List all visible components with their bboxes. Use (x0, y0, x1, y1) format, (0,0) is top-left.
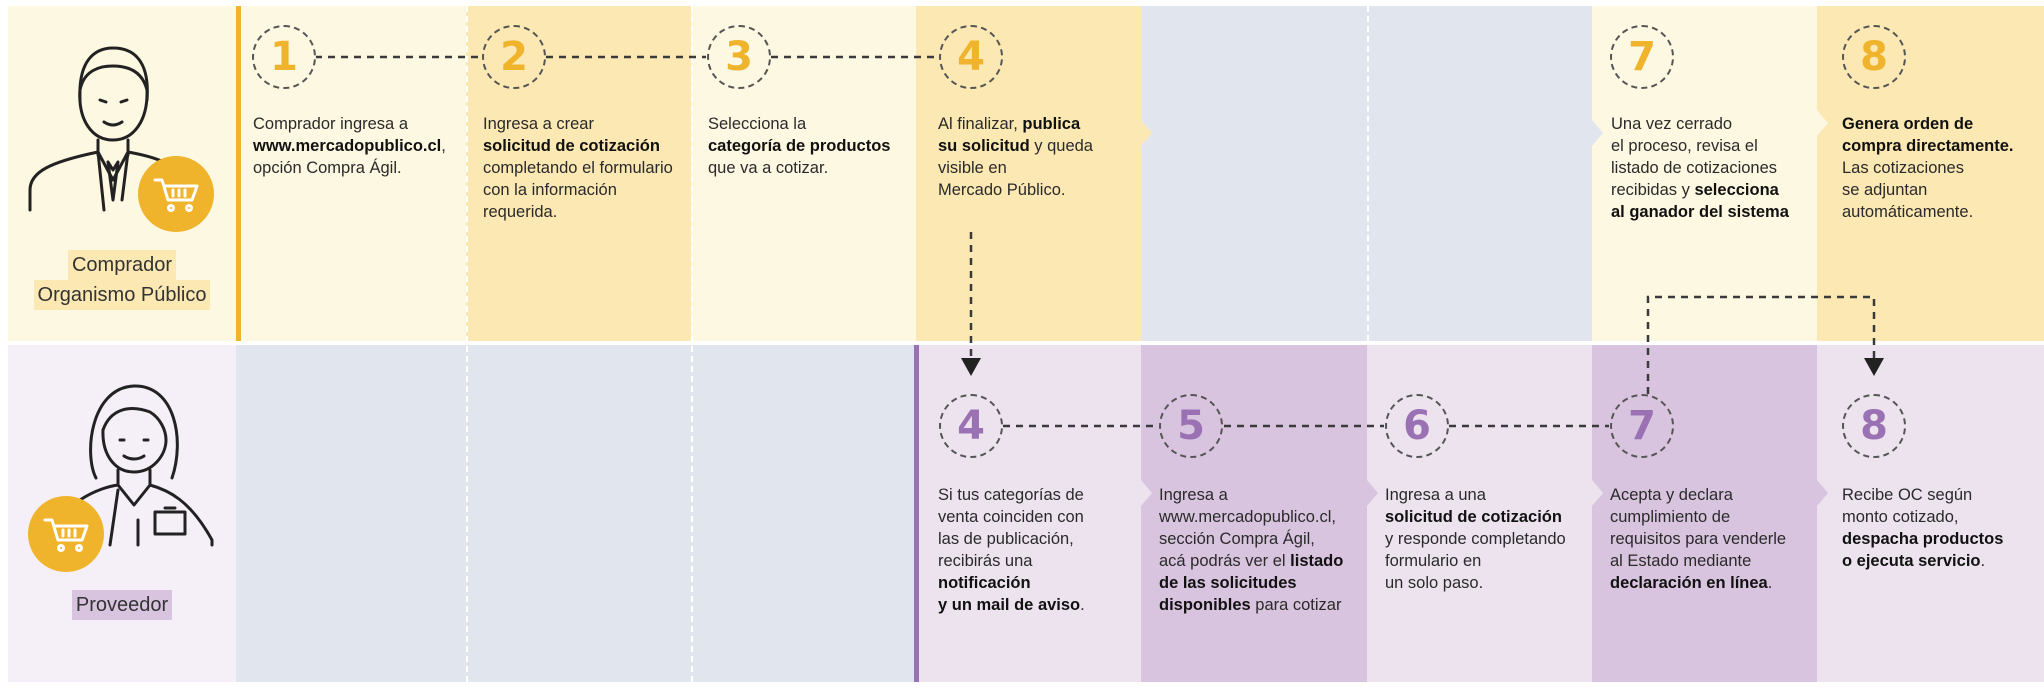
supplier-col-1 (236, 345, 466, 682)
buyer-step-number: 8 (1842, 25, 1906, 89)
buyer-row-accent-bar (236, 6, 241, 341)
supplier-col-2 (466, 345, 691, 682)
buyer-step-number: 7 (1610, 25, 1674, 89)
buyer-step-number: 1 (252, 25, 316, 89)
supplier-row-accent-bar (914, 345, 919, 682)
supplier-role-label: Proveedor (8, 590, 236, 620)
column-separator (1367, 6, 1369, 341)
column-separator (691, 6, 693, 682)
supplier-step-number: 6 (1385, 394, 1449, 458)
supplier-col-3 (691, 345, 916, 682)
buyer-step-number: 3 (707, 25, 771, 89)
supplier-step-number: 7 (1610, 394, 1674, 458)
buyer-col-5 (1141, 6, 1367, 341)
buyer-col-6 (1367, 6, 1592, 341)
buyer-step-number: 4 (939, 25, 1003, 89)
buyer-role-label: Comprador Organismo Público (8, 250, 236, 310)
supplier-step-number: 8 (1842, 394, 1906, 458)
buyer-step-number: 2 (482, 25, 546, 89)
supplier-step-number: 4 (939, 394, 1003, 458)
column-separator (466, 6, 468, 682)
supplier-step-number: 5 (1159, 394, 1223, 458)
buyer-role-line1: Comprador (67, 250, 177, 280)
supplier-role-line1: Proveedor (71, 590, 173, 620)
buyer-role-line2: Organismo Público (33, 280, 211, 310)
